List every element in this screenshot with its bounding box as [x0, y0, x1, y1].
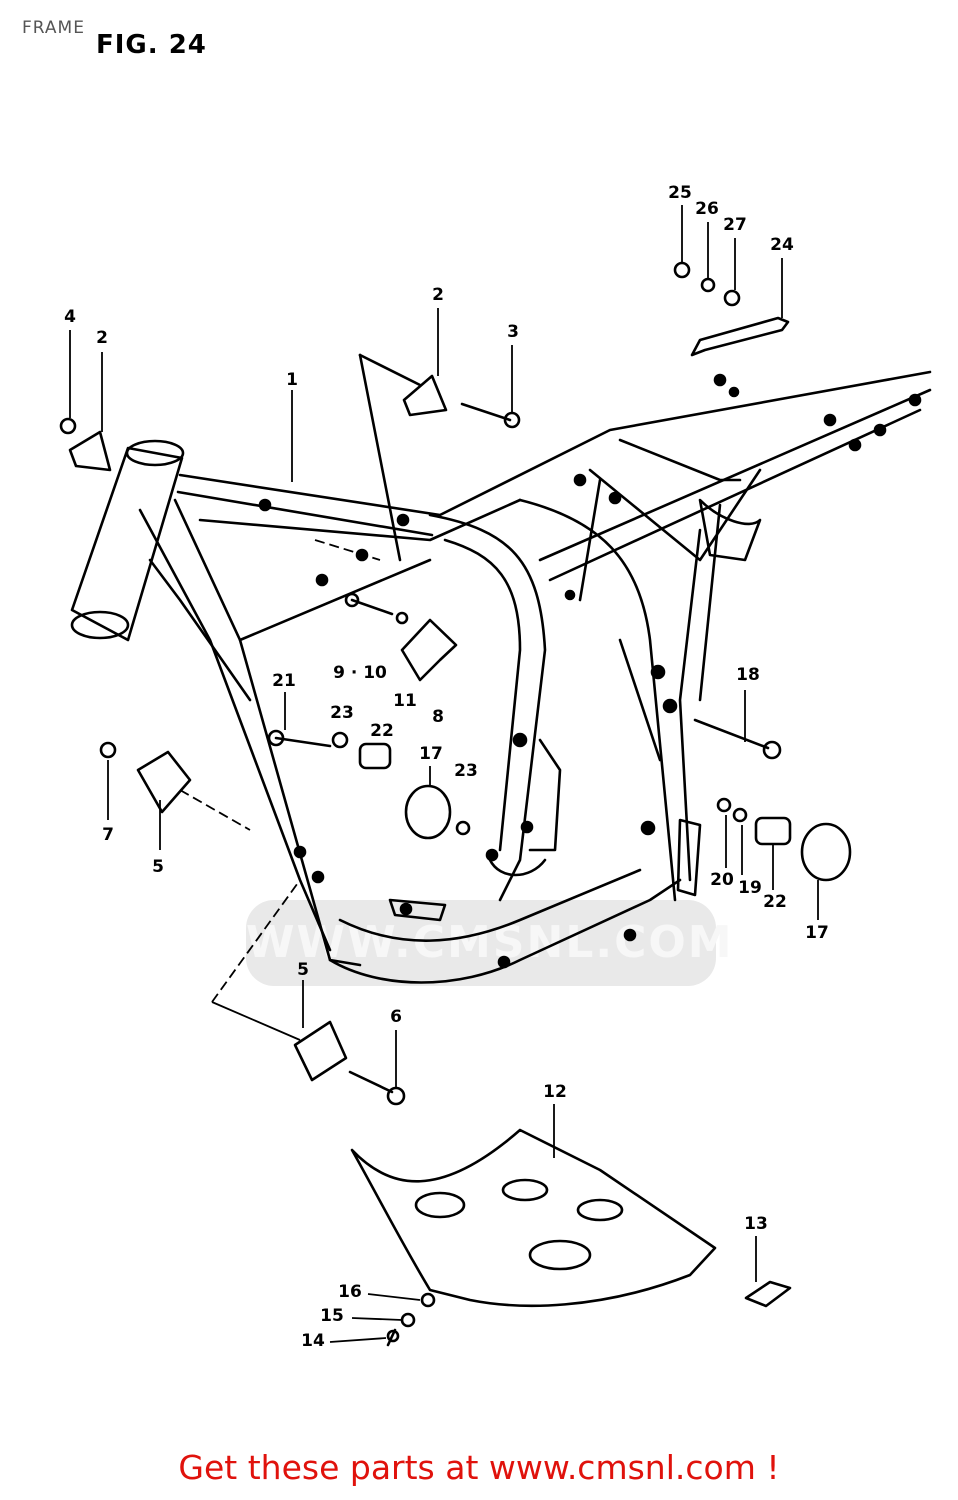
- callout-17-left: 17: [419, 744, 443, 764]
- figure-label: FIG. 24: [96, 30, 207, 60]
- callout-9-10: 9 · 10: [333, 663, 387, 683]
- collar-22-left: [358, 742, 392, 770]
- callout-19: 19: [738, 878, 762, 898]
- callout-25: 25: [668, 183, 692, 203]
- callout-17-right: 17: [805, 923, 829, 943]
- callout-18: 18: [736, 665, 760, 685]
- callout-26: 26: [695, 199, 719, 219]
- callout-2-left: 2: [96, 328, 108, 348]
- collar-22-right: [754, 816, 792, 846]
- nut-4: [59, 417, 77, 435]
- callout-2-top: 2: [432, 285, 444, 305]
- callout-23-left: 23: [330, 703, 354, 723]
- engine-mount-plate-5-upper: [136, 750, 192, 814]
- bolt-21: [274, 736, 332, 748]
- callout-6: 6: [390, 1007, 402, 1027]
- callout-23-right: 23: [454, 761, 478, 781]
- bushing-17-left: [404, 784, 452, 840]
- bolt-6: [348, 1070, 394, 1094]
- callout-3: 3: [507, 322, 519, 342]
- mount-plate-2-top: [402, 374, 448, 417]
- callout-11: 11: [393, 691, 417, 711]
- callout-14: 14: [301, 1331, 325, 1351]
- callout-1: 1: [286, 370, 298, 390]
- callout-7: 7: [102, 825, 114, 845]
- callout-15: 15: [320, 1306, 344, 1326]
- skid-plate-12: [350, 1128, 717, 1308]
- engine-mount-plate-5-lower: [293, 1020, 348, 1082]
- callout-8: 8: [432, 707, 444, 727]
- callout-5-lower: 5: [297, 960, 309, 980]
- page-title: FRAME: [22, 18, 85, 38]
- nut-11: [395, 611, 409, 625]
- callout-20: 20: [710, 870, 734, 890]
- promo-link[interactable]: Get these parts at www.cmsnl.com !: [178, 1448, 780, 1487]
- rear-loop-bar: [690, 316, 790, 357]
- callout-22-right: 22: [763, 892, 787, 912]
- callout-22-left: 22: [370, 721, 394, 741]
- frame-bolts: [258, 373, 922, 969]
- callout-21: 21: [272, 671, 296, 691]
- bolt-18: [693, 718, 770, 750]
- main-frame: [138, 353, 932, 984]
- callout-24: 24: [770, 235, 794, 255]
- pad-13: [744, 1280, 792, 1308]
- bolt-3: [460, 402, 512, 422]
- callout-5-upper: 5: [152, 857, 164, 877]
- mount-plate-2-left: [68, 430, 112, 472]
- bracket-8: [400, 618, 458, 682]
- nut-7: [99, 741, 117, 759]
- callout-13: 13: [744, 1214, 768, 1234]
- callout-4: 4: [64, 307, 76, 327]
- callout-16: 16: [338, 1282, 362, 1302]
- callout-27: 27: [723, 215, 747, 235]
- bushing-17-right: [800, 822, 852, 882]
- steering-head-tube: [70, 439, 185, 642]
- callout-12: 12: [543, 1082, 567, 1102]
